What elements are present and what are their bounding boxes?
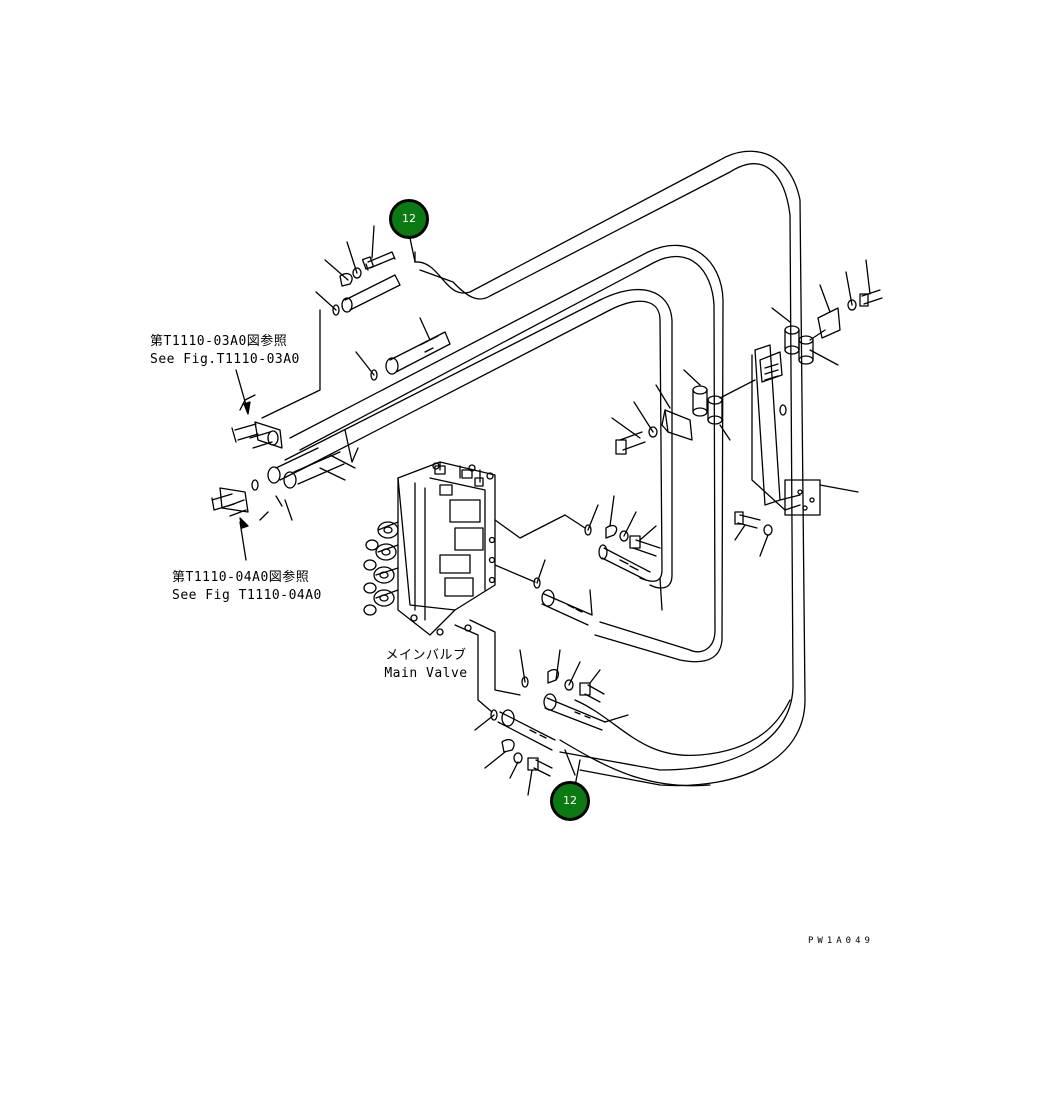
- ref-top-en: See Fig.T1110-03A0: [150, 352, 300, 367]
- fittings-bottom: [474, 709, 576, 796]
- flange-block-top: [231, 309, 321, 449]
- flange-block-bottom: [211, 429, 359, 561]
- ref-top-jp: 第T1110-03A0図参照: [150, 334, 288, 349]
- hose-outer: [414, 150, 806, 787]
- fittings-top-mid: [355, 317, 451, 381]
- drawing-number: PW1A049: [808, 936, 874, 946]
- callout-12-bottom[interactable]: 12: [550, 781, 590, 821]
- ref-bottom-jp: 第T1110-04A0図参照: [172, 570, 310, 585]
- callout-12-top[interactable]: 12: [389, 199, 429, 239]
- fittings-valve-mid: [533, 559, 593, 626]
- fittings-valve-upper: [584, 495, 663, 611]
- fittings-top-left: [315, 225, 416, 316]
- main-valve-en: Main Valve: [384, 666, 468, 681]
- fittings-valve-lower: [519, 649, 629, 731]
- ref-bottom-en: See Fig T1110-04A0: [172, 588, 322, 603]
- clamp-bracket: [611, 259, 883, 557]
- main-valve-body: [363, 461, 586, 713]
- callout-top-leader: [409, 237, 416, 263]
- main-valve-jp: メインバルブ: [385, 648, 467, 663]
- hose-inner: [284, 244, 724, 663]
